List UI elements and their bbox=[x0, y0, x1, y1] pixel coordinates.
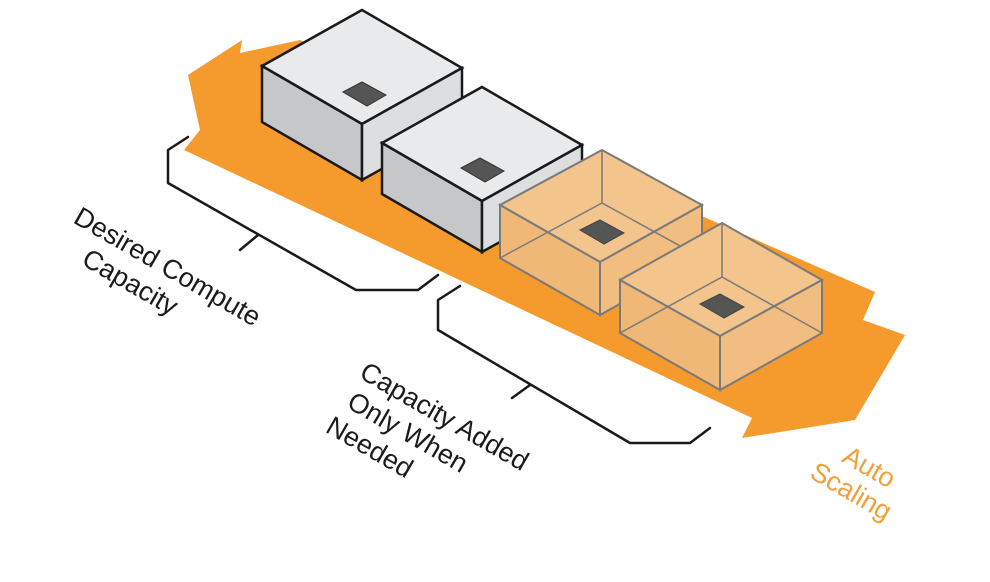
added-capacity-bracket bbox=[436, 284, 712, 445]
chip-icon bbox=[341, 81, 388, 107]
desired-capacity-bracket bbox=[166, 135, 440, 292]
chip-icon bbox=[698, 293, 746, 319]
chip-icon bbox=[578, 219, 626, 245]
chip-icon bbox=[459, 157, 506, 183]
ghost-box-2 bbox=[617, 221, 825, 392]
